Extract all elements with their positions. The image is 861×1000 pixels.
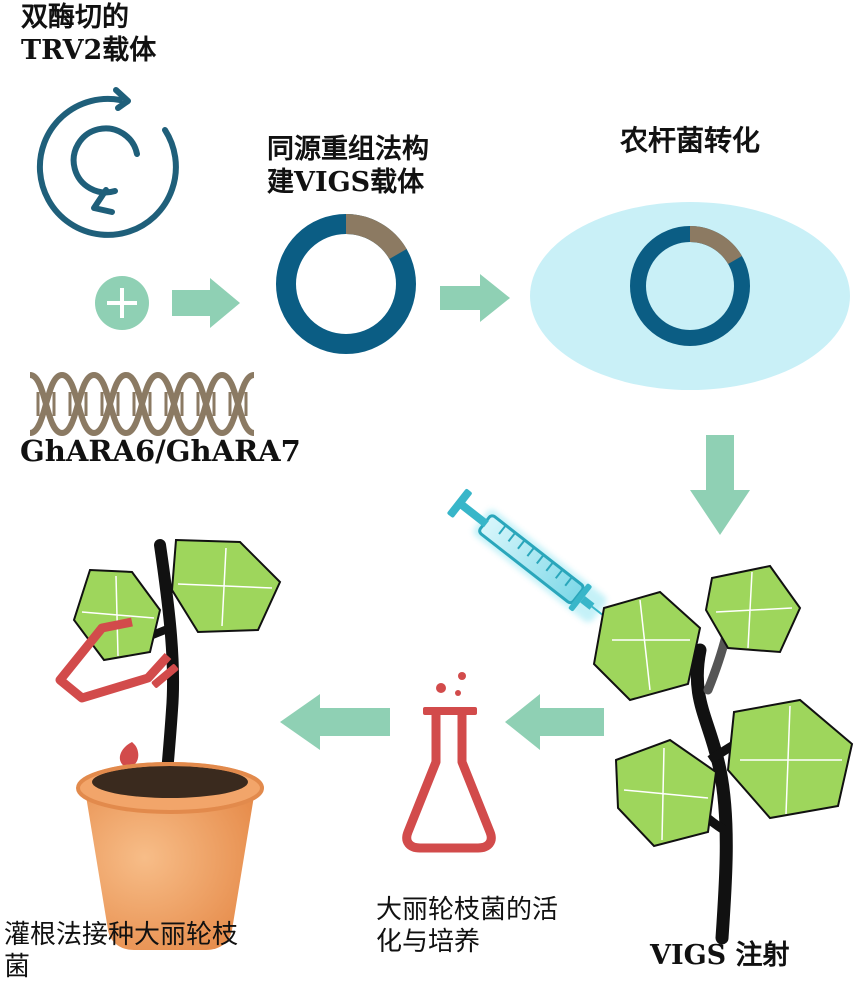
label-vigs-injection: VIGS 注射 (650, 940, 790, 973)
agrobacterium-icon (530, 202, 850, 390)
arrow-to-vigs-vector (172, 278, 240, 328)
flask-icon (407, 672, 492, 848)
plant-icon (594, 566, 852, 938)
arrow-to-agrobacterium (440, 274, 510, 322)
syringe-icon (447, 488, 626, 638)
arrow-to-culture (505, 694, 604, 750)
label-genes: GhARA6/GhARA7 (20, 434, 301, 469)
label-double-digest-vector: 双酶切的 TRV2载体 (21, 2, 156, 68)
circular-arrows-icon (40, 90, 176, 235)
arrow-to-vigs-injection (690, 435, 750, 535)
plus-icon (95, 276, 149, 330)
label-root-drench-inoculation: 灌根法接种大丽轮枝 菌 (4, 920, 238, 983)
label-agrobacterium-transformation: 农杆菌转化 (620, 124, 760, 158)
label-homologous-recombination: 同源重组法构 建VIGS载体 (267, 134, 429, 200)
arrow-to-root-drench (280, 694, 390, 750)
dna-helix-icon (30, 375, 254, 433)
label-verticillium-culture: 大丽轮枝菌的活 化与培养 (376, 895, 558, 958)
pot-icon (60, 540, 280, 950)
plasmid-icon (286, 224, 406, 344)
